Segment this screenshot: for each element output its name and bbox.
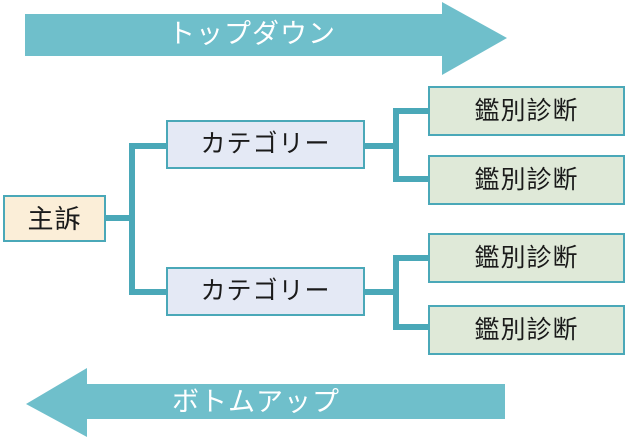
bottom-up-arrow-polygon (26, 368, 505, 437)
connector-category-1-stub (363, 143, 399, 149)
connector-branch-1-vertical (393, 108, 399, 182)
top-down-arrow-label: トップダウン (168, 19, 336, 49)
bottom-up-arrow-shape (26, 368, 505, 437)
node-category-2[interactable]: カテゴリー (166, 267, 365, 316)
connector-root-stub (105, 215, 135, 221)
node-category-1[interactable]: カテゴリー (166, 120, 365, 169)
node-diagnosis-2-2[interactable]: 鑑別診断 (428, 305, 625, 355)
connector-branch-2-to-diagnosis-1 (393, 255, 429, 261)
connector-category-2-stub (363, 289, 399, 295)
node-chief-complaint[interactable]: 主訴 (3, 195, 106, 242)
bottom-up-arrow: ボトムアップ (0, 366, 628, 440)
connector-trunk-vertical (129, 143, 135, 295)
connector-branch-1-to-diagnosis-1 (393, 108, 429, 114)
node-diagnosis-1-1[interactable]: 鑑別診断 (428, 86, 625, 136)
connector-trunk-to-category-2 (129, 289, 169, 295)
connector-branch-1-to-diagnosis-2 (393, 176, 429, 182)
connector-trunk-to-category-1 (129, 143, 169, 149)
node-diagnosis-1-2[interactable]: 鑑別診断 (428, 155, 625, 205)
bottom-up-arrow-label: ボトムアップ (172, 387, 340, 417)
top-down-arrow-shape (25, 2, 507, 75)
node-diagnosis-2-1[interactable]: 鑑別診断 (428, 233, 625, 283)
top-down-arrow: トップダウン (0, 0, 628, 78)
top-down-arrow-polygon (25, 2, 507, 75)
connector-branch-2-to-diagnosis-2 (393, 324, 429, 330)
connector-branch-2-vertical (393, 255, 399, 330)
